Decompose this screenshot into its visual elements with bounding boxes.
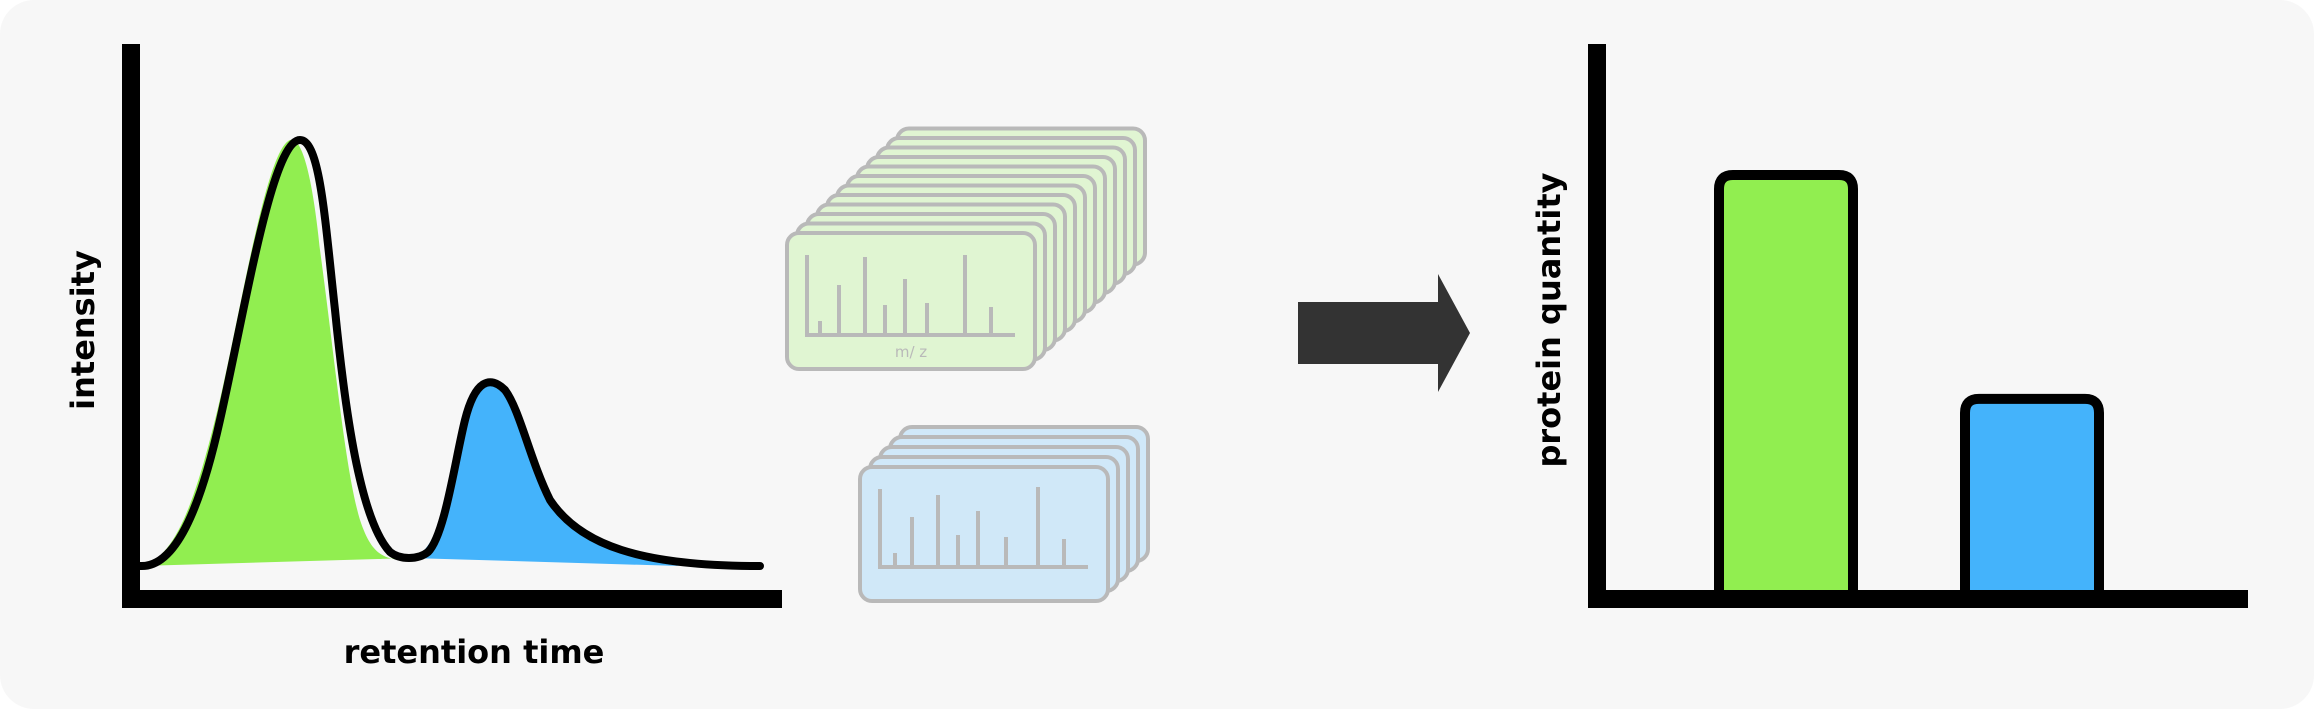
chromatogram-y-axis (122, 44, 140, 608)
quantity-x-axis (1588, 590, 2248, 608)
spectrum-axis-label: m/ z (895, 343, 927, 361)
quantity-bar-1 (1714, 170, 1858, 594)
chromatogram-y-label: intensity (64, 250, 102, 410)
quantity-chart: protein quantity (1530, 44, 2248, 608)
green-spectra-stack: m/ z (785, 126, 1147, 371)
blue-spectrum-frame (858, 465, 1110, 603)
right-arrow (1298, 274, 1470, 392)
blue-spectrum-card (858, 465, 1110, 603)
quantity-y-label: protein quantity (1530, 172, 1568, 467)
chromatogram-trace (136, 136, 764, 570)
blue-peak-area (410, 379, 680, 566)
chromatogram: intensity retention time (64, 44, 782, 671)
green-spectrum-card: m/ z (785, 231, 1037, 371)
blue-spectra-stack (858, 425, 1150, 603)
chromatogram-x-axis (122, 590, 782, 608)
chromatogram-x-label: retention time (344, 633, 605, 671)
quantity-bar-2 (1960, 393, 2104, 594)
quantity-y-axis (1588, 44, 1606, 608)
